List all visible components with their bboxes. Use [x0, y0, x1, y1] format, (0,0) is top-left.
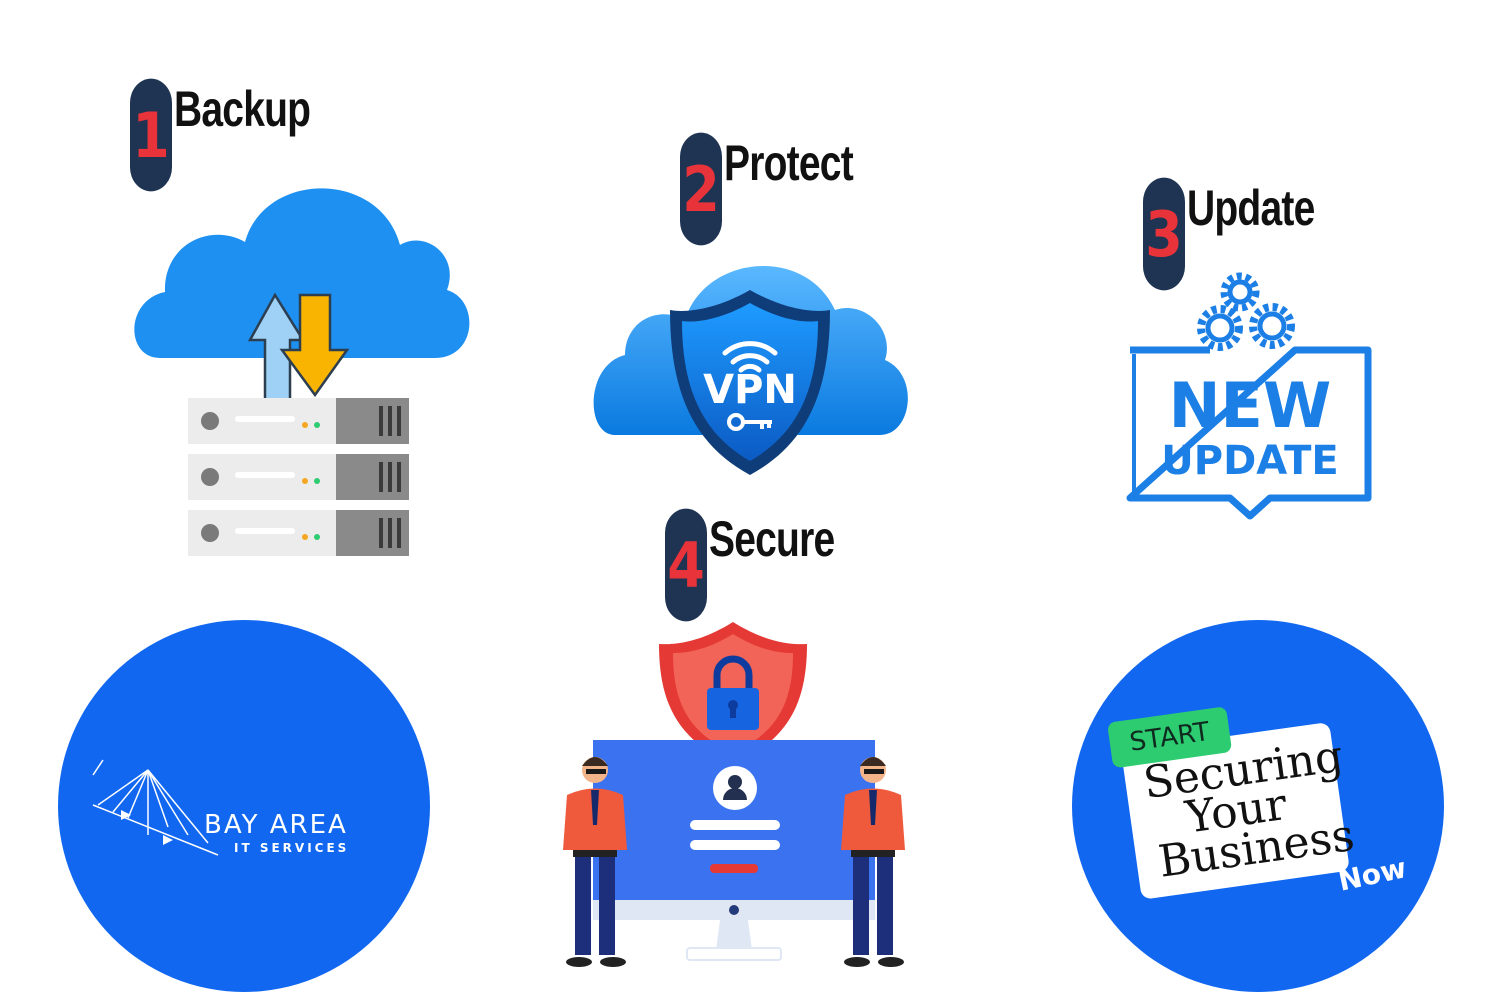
update-card [1126, 346, 1372, 520]
logo-tagline: IT SERVICES [234, 841, 350, 855]
user-avatar-icon [713, 766, 757, 810]
secure-illustration [563, 622, 905, 967]
cta-card: START Securing Your Business [1107, 690, 1364, 900]
key-icon [727, 413, 772, 431]
server-icon [188, 398, 409, 556]
vpn-illustration: VPN [593, 265, 908, 475]
gear-icon [1197, 272, 1295, 351]
new-update-illustration: NEW UPDATE [1126, 272, 1372, 520]
vpn-text: VPN [703, 367, 797, 413]
download-arrow-icon [279, 293, 350, 398]
bridge-logo-icon [92, 759, 219, 856]
step-update: 3 Update [1143, 177, 1350, 291]
step-number-badge: 2 [680, 132, 722, 246]
update-card-line2: UPDATE [1161, 438, 1338, 484]
backup-illustration [134, 188, 470, 556]
step-label: Secure [709, 511, 835, 567]
step-label: Update [1187, 180, 1315, 236]
login-form [690, 820, 780, 873]
vpn-shield-icon [670, 290, 830, 475]
wifi-icon [722, 341, 778, 373]
padlock-icon [707, 655, 759, 730]
step-number-badge: 4 [665, 508, 707, 622]
step-number-badge: 3 [1143, 177, 1185, 291]
step-label: Protect [724, 135, 854, 191]
cloud-icon [134, 188, 470, 358]
step-label: Backup [174, 81, 311, 137]
step-backup: 1 Backup [130, 78, 349, 192]
update-card-line1: NEW [1169, 369, 1332, 442]
security-guard-icon [563, 757, 627, 967]
logo-circle [58, 620, 430, 992]
security-guard-icon [841, 757, 905, 967]
step-secure: 4 Secure [665, 508, 870, 622]
step-protect: 2 Protect [680, 132, 889, 246]
logo-name: BAY AREA [204, 810, 348, 840]
step-number-badge: 1 [130, 78, 172, 192]
